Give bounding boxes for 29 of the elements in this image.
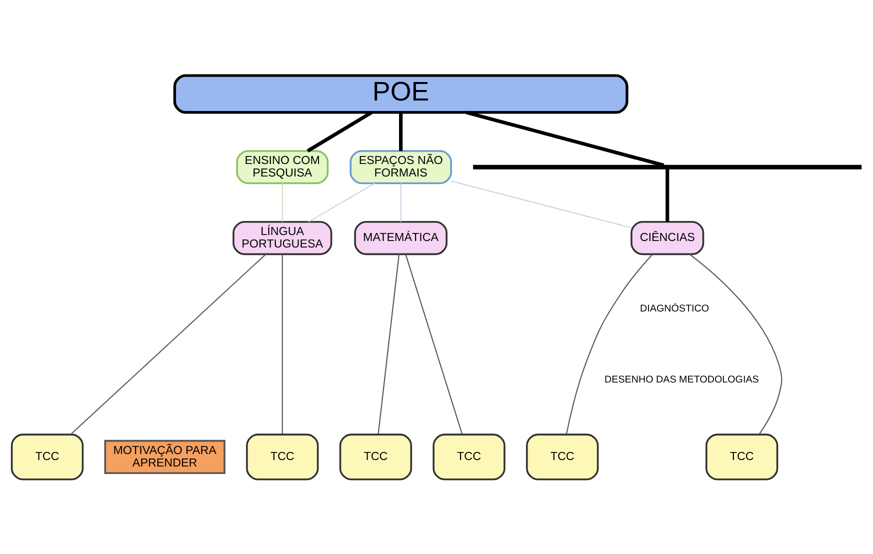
node-box: TCC: [526, 433, 599, 480]
connector: [282, 254, 283, 434]
node-box: ENSINO COM PESQUISA: [236, 150, 329, 184]
node-box: TCC: [705, 433, 778, 480]
node-box: TCC: [10, 433, 84, 480]
connector: [70, 253, 266, 434]
connector: [566, 254, 653, 434]
connector: [405, 254, 463, 434]
connector: [282, 182, 283, 222]
connector: [378, 254, 400, 434]
node-box: CIÊNCIAS: [630, 220, 704, 255]
connector: [466, 110, 664, 166]
connector: [689, 253, 782, 434]
connector: [451, 180, 632, 228]
node-box: MATEMÁTICA: [354, 220, 448, 255]
connector: [308, 182, 375, 222]
node-box: TCC: [432, 433, 506, 480]
node-box: MOTIVAÇÃO PARA APRENDER: [104, 439, 226, 474]
label: DIAGNÓSTICO: [640, 302, 710, 314]
connector: [399, 112, 403, 150]
node-box: ESPAÇOS NÃO FORMAIS: [350, 150, 452, 184]
node-box: LÍNGUA PORTUGUESA: [232, 220, 332, 255]
connector: [666, 168, 670, 222]
connector: [400, 182, 402, 222]
node-box: TCC: [246, 433, 319, 480]
node-bar: [473, 164, 862, 169]
node-box: TCC: [339, 433, 412, 480]
label: DESENHO DAS METODOLOGIAS: [604, 374, 759, 385]
node-box: POE: [173, 74, 628, 114]
